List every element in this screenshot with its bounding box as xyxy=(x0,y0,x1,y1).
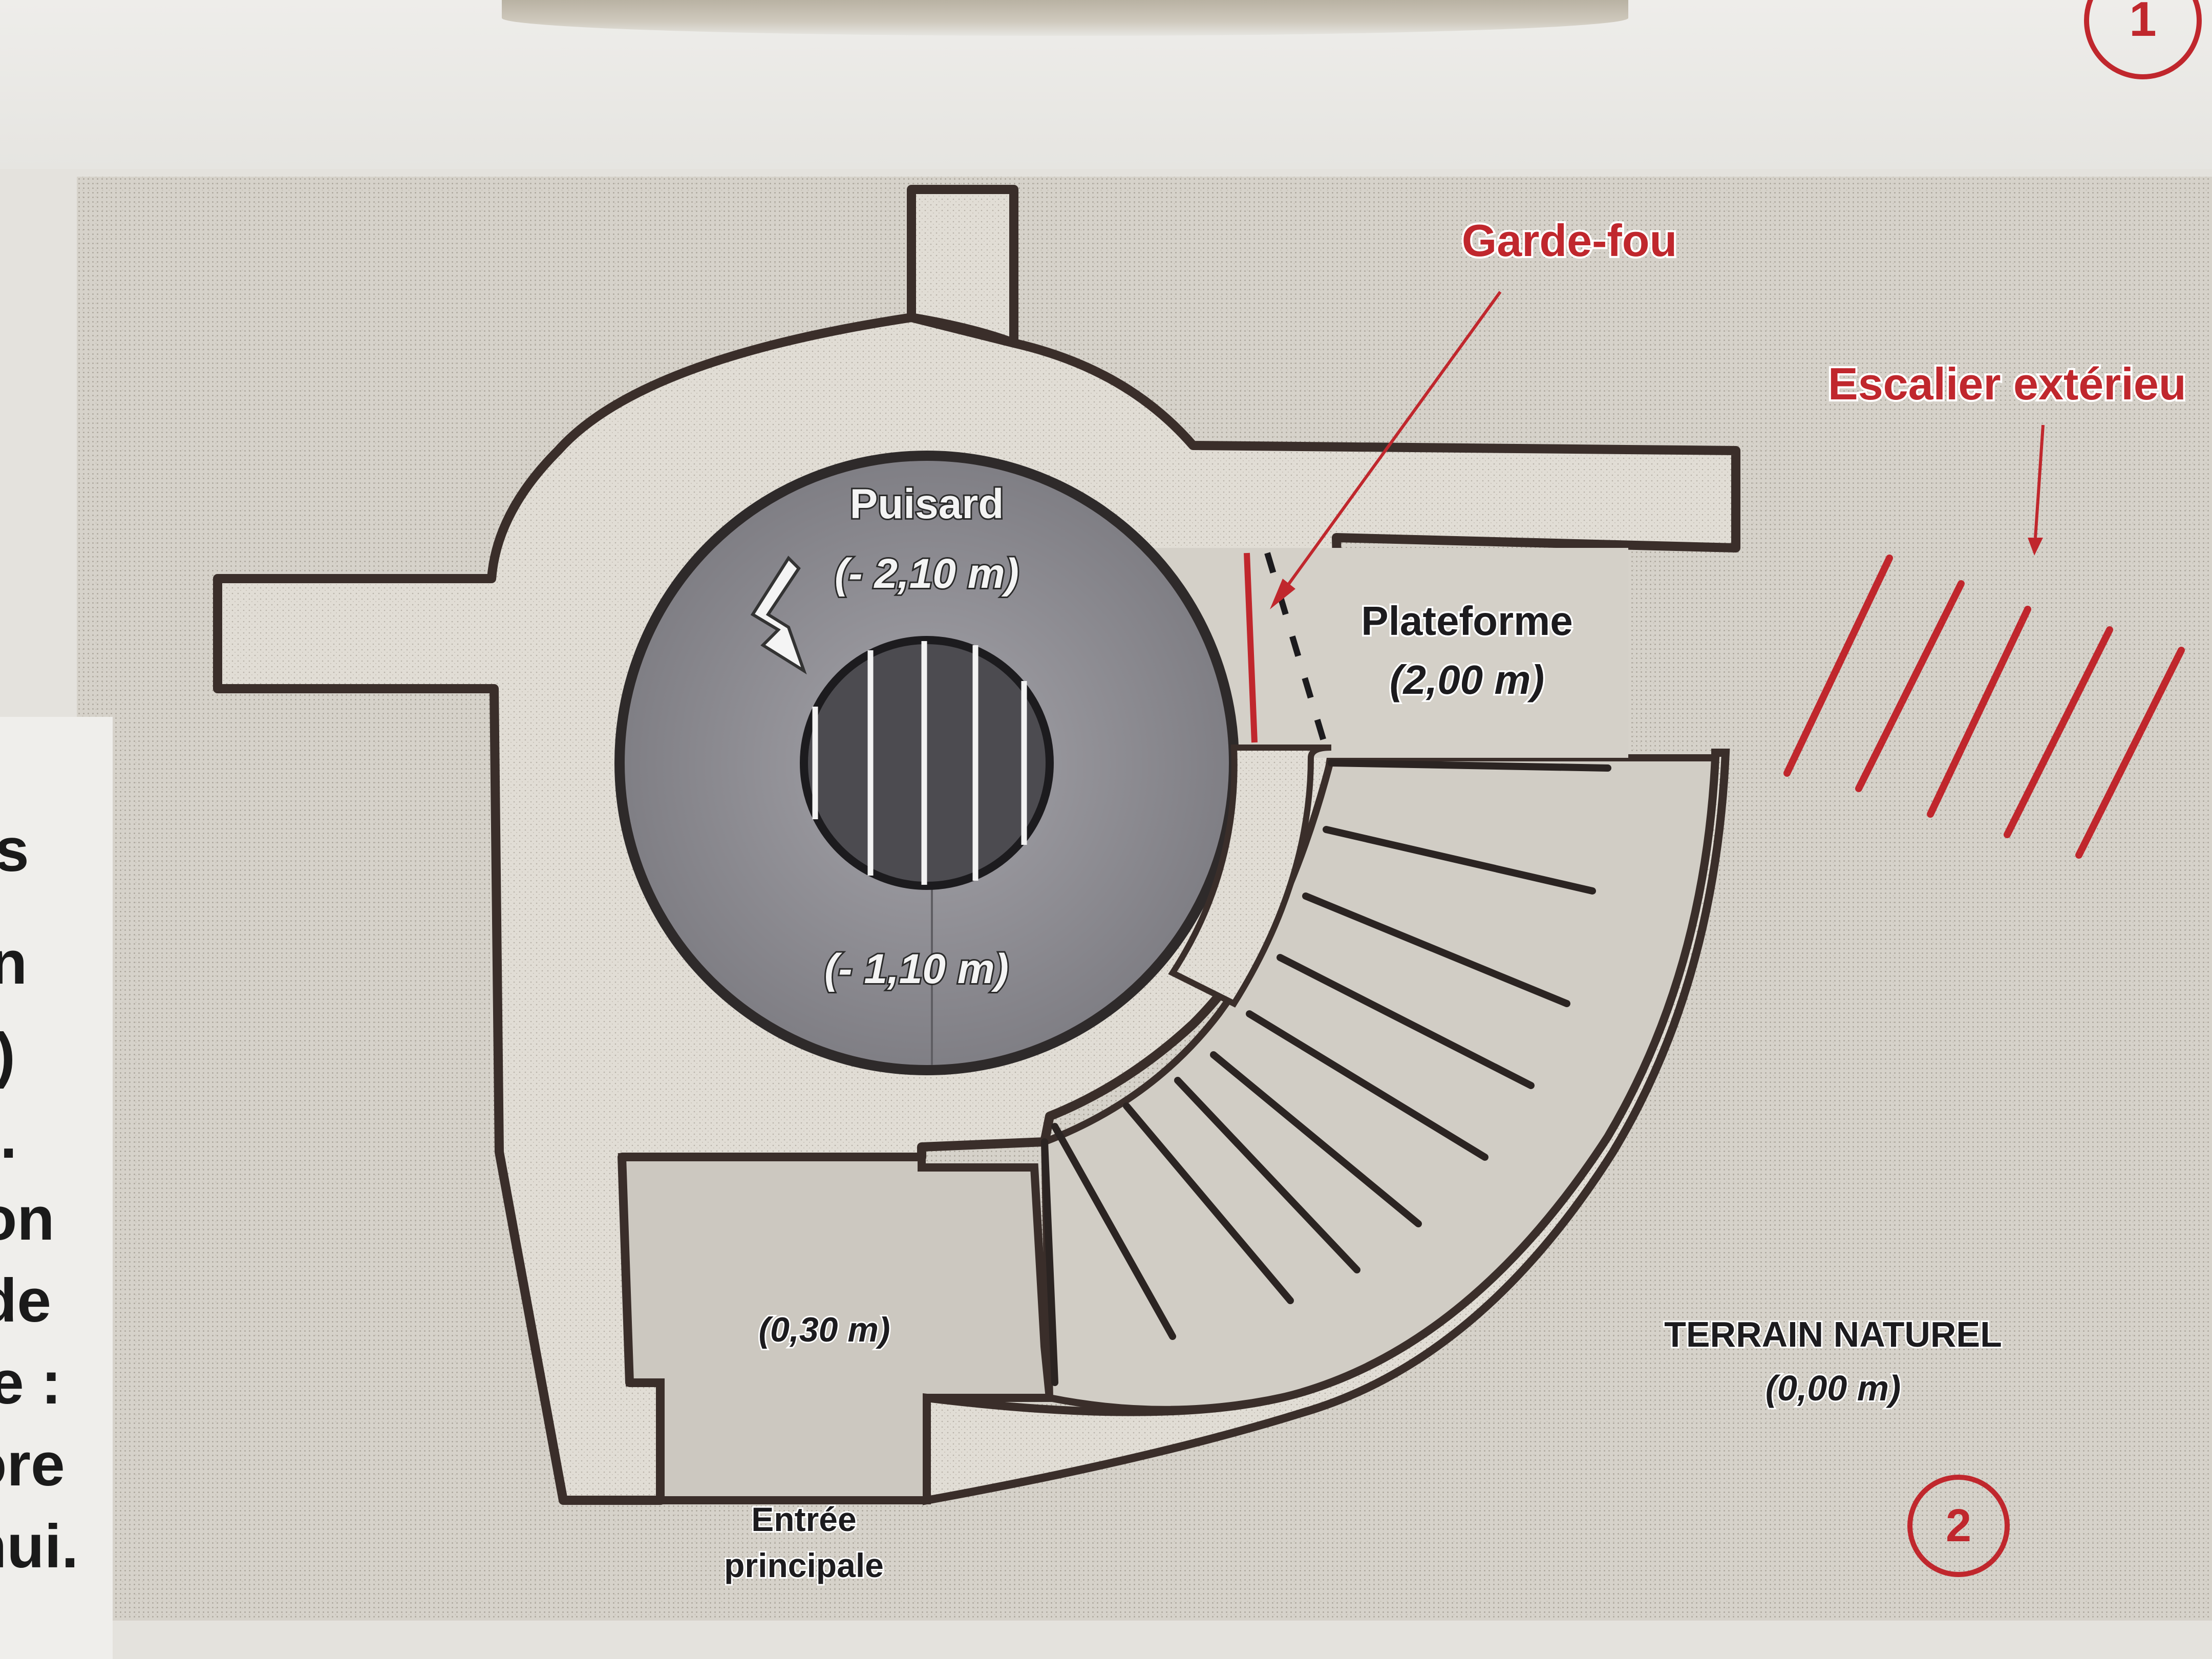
platform-dashed-edge xyxy=(1264,552,1332,759)
figure-number-badge: 2 xyxy=(1907,1475,2010,1577)
stair-step xyxy=(1174,1077,1360,1273)
terrain-label: TERRAIN NATUREL xyxy=(1664,1314,2002,1354)
escalier-arrowhead-icon xyxy=(2028,538,2043,556)
inner-ring-wall xyxy=(1168,745,1332,1008)
escalier-label: Escalier extérieu xyxy=(1828,358,2186,409)
room-height-label: (0,30 m) xyxy=(759,1310,890,1349)
entrance-room xyxy=(618,1153,1054,1504)
garde-fou-label: Garde-fou xyxy=(1462,215,1677,266)
puisard-arrow-icon xyxy=(750,556,807,675)
stair-step xyxy=(1246,1010,1488,1161)
side-text: hui. xyxy=(0,1512,79,1581)
side-text: de xyxy=(0,1266,52,1335)
garde-fou-pointer xyxy=(1284,291,1502,590)
plateforme-label: Plateforme xyxy=(1361,598,1572,644)
stair-steps xyxy=(1041,759,1611,1386)
stair-step xyxy=(1277,954,1535,1089)
stair-step xyxy=(1323,826,1596,895)
puisard-label: Puisard xyxy=(850,481,1004,527)
sign-top-strip xyxy=(0,0,2212,169)
side-text: ore xyxy=(0,1430,65,1499)
figure-number: 2 xyxy=(1946,1500,1971,1551)
stair-step xyxy=(1051,1123,1176,1340)
stair-step xyxy=(1328,759,1611,772)
basin-depth-label: (- 1,10 m) xyxy=(824,946,1009,992)
side-text-strip: s n ) ). on de e : ore hui. xyxy=(0,717,113,1659)
stair-step xyxy=(1123,1102,1294,1304)
stair-step xyxy=(1302,892,1570,1007)
terrain-height-label: (0,00 m) xyxy=(1766,1368,1901,1408)
garde-fou-line xyxy=(1244,552,1258,743)
side-text: s xyxy=(0,816,29,884)
puisard-depth-label: (- 2,10 m) xyxy=(835,550,1019,597)
exterior-stair-hatch xyxy=(1783,555,2185,859)
entree-label-line2: principale xyxy=(724,1546,884,1584)
top-figure-number-badge: 1 xyxy=(2084,0,2202,79)
entree-label-line1: Entrée xyxy=(751,1500,856,1538)
stair-step xyxy=(1041,1138,1058,1386)
top-figure-number: 1 xyxy=(2129,0,2156,47)
side-text: ) xyxy=(0,1024,15,1086)
sump-grate xyxy=(800,636,1054,890)
stair-outer-wall xyxy=(923,749,1730,1505)
side-text: on xyxy=(0,1184,55,1253)
side-text: ). xyxy=(0,1102,17,1171)
side-text: e : xyxy=(0,1348,62,1417)
stair-step xyxy=(1210,1051,1422,1227)
side-text: n xyxy=(0,928,28,997)
top-photo-edge xyxy=(502,0,1628,36)
garde-fou-arrowhead-icon xyxy=(1270,579,1295,609)
plateforme-height-label: (2,00 m) xyxy=(1390,657,1544,703)
escalier-pointer xyxy=(2034,424,2045,538)
